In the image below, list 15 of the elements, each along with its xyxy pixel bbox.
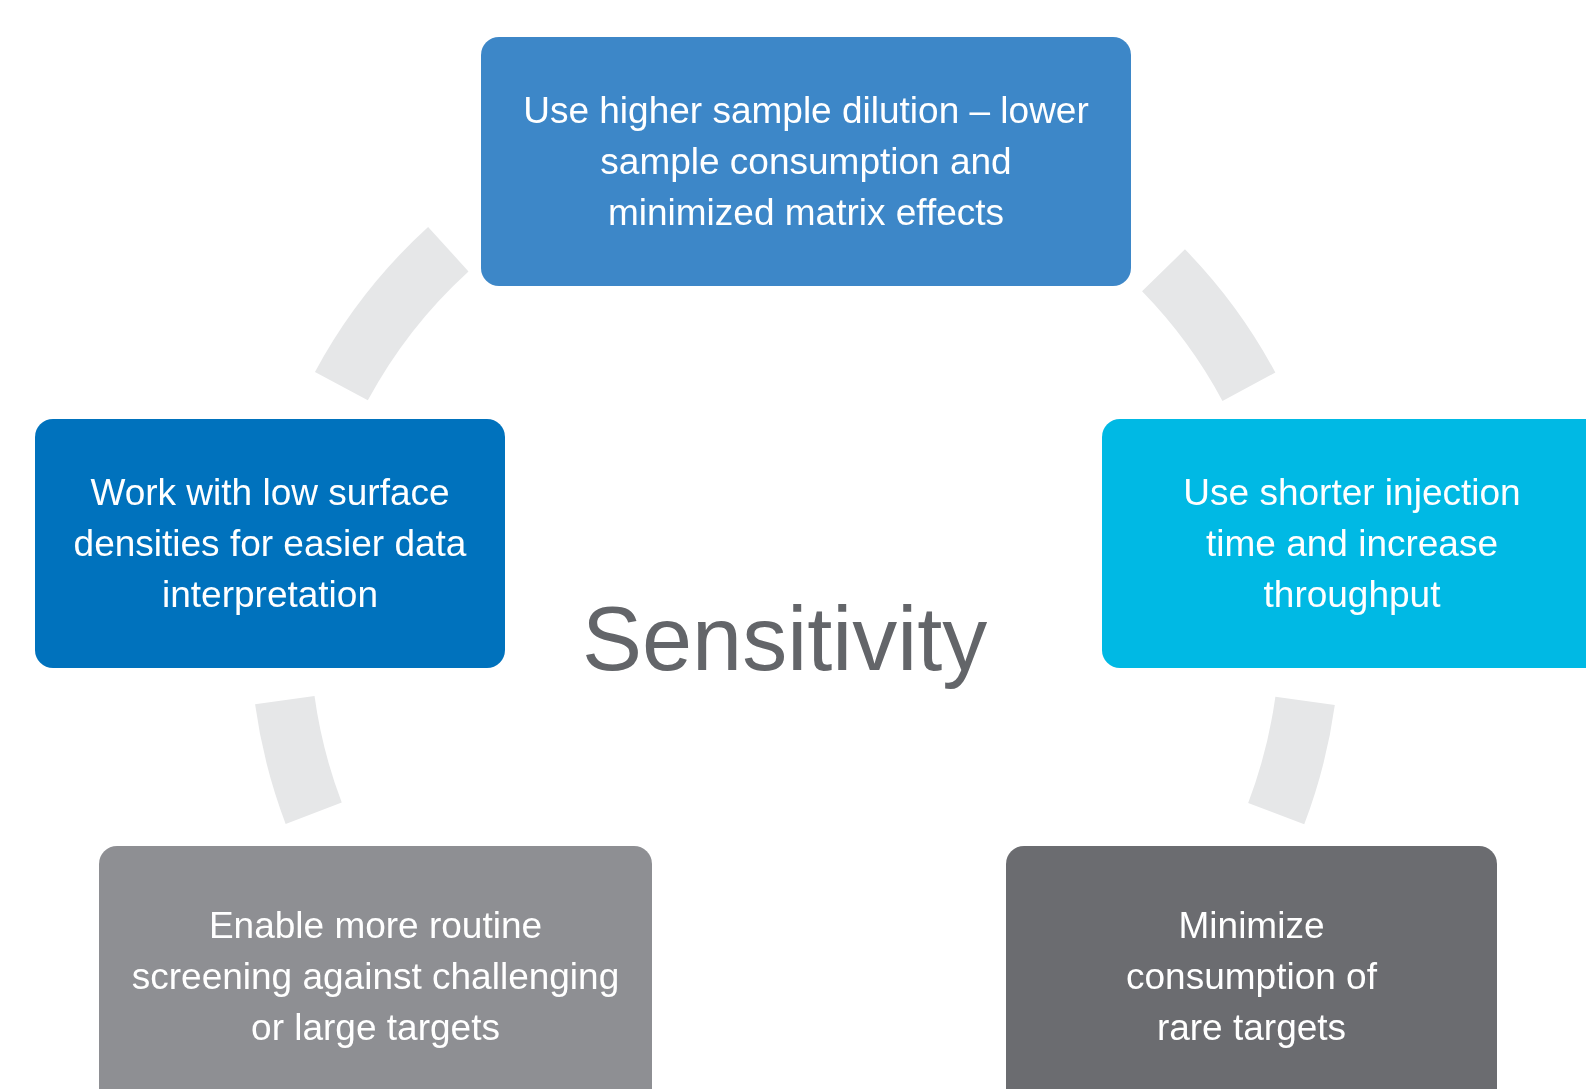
box-text: Minimize consumption of rare targets	[1125, 903, 1378, 1050]
box-text: Use higher sample dilution – lower sample consumption and minimized matrix effects	[522, 89, 1090, 235]
box-text: Work with low surface densities for easier data interpretation	[72, 471, 468, 617]
process-box	[1006, 846, 1497, 1089]
box-text: Use shorter injection time and increase throughput	[1182, 471, 1522, 617]
process-box	[481, 37, 1131, 286]
connector-band	[255, 695, 342, 824]
process-box	[35, 419, 505, 668]
connector-band	[1141, 250, 1275, 402]
box-text: Enable more routine screening against challenging or large targets	[130, 903, 621, 1050]
center-title: Sensitivity	[582, 588, 988, 691]
process-box	[1102, 419, 1586, 668]
process-box	[99, 846, 652, 1089]
connector-band	[315, 227, 470, 402]
connector-band	[1247, 695, 1335, 824]
